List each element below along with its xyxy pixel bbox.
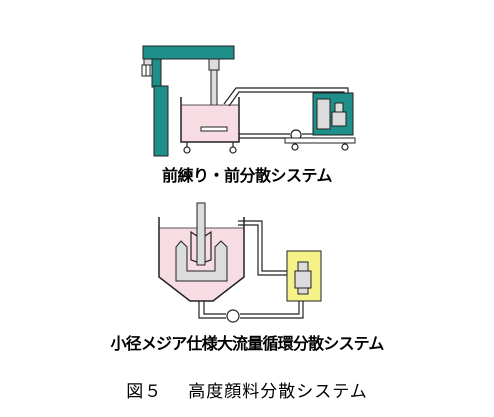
circulation-system-diagram [158, 202, 322, 323]
bottom-outlet [198, 301, 205, 313]
premix-tank-wall [180, 97, 240, 143]
feed-pipe [239, 133, 316, 139]
horizontal-bead-mill [286, 250, 322, 302]
dissolver-column [153, 85, 169, 157]
figure-title: 高度顔料分散システム [188, 382, 368, 402]
mill-base [284, 137, 356, 144]
tank-casters [183, 142, 237, 154]
premix-system-caption: 前練り・前分散システム [161, 166, 333, 185]
screen-basket [175, 240, 228, 282]
column-collar [151, 58, 162, 88]
circulation-pump-icon [226, 309, 240, 323]
circulation-system-caption: 小径メジア仕様大流量循環分散システム [110, 334, 384, 353]
premix-tank-liquid [181, 105, 239, 142]
mill-casters [291, 143, 349, 151]
figure-title-line: 図５ 高度顔料分散システム [0, 377, 494, 402]
agitator-blades [190, 230, 212, 263]
top-return-pipe [238, 220, 289, 276]
shaft-holder [208, 58, 220, 71]
dissolver-disc [200, 126, 228, 132]
premix-system-diagram [141, 45, 356, 157]
vessel-wall [158, 217, 245, 302]
bead-mill-unit [312, 92, 354, 136]
bottom-pipe [198, 300, 304, 319]
figure-number: 図５ [126, 382, 163, 402]
dissolver-arm [142, 45, 235, 60]
mill-shaft [196, 202, 206, 266]
